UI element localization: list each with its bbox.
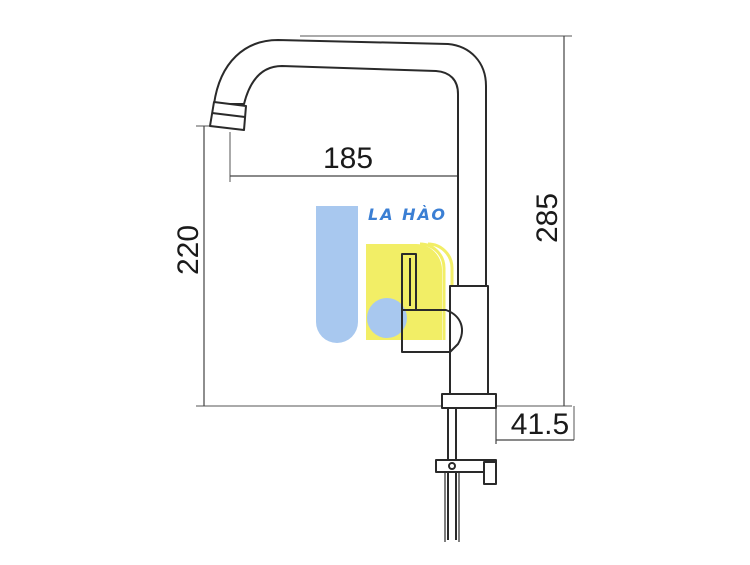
dimension-label-spout-reach: 185 xyxy=(323,142,373,175)
handle-lever xyxy=(401,253,417,311)
dimension-label-spout-height: 220 xyxy=(172,225,205,275)
spout-tube xyxy=(213,39,487,289)
watermark-yellow-stripes xyxy=(419,242,454,340)
dimension-label-total-height: 285 xyxy=(531,193,564,243)
spout-nozzle xyxy=(209,101,247,131)
dimension-lines xyxy=(203,36,574,444)
dimension-label-base-width: 41.5 xyxy=(511,408,569,441)
watermark-blue-bar xyxy=(316,206,358,343)
nozzle-ring xyxy=(211,112,246,118)
watermark-blue-dot xyxy=(367,298,407,338)
extension-lines xyxy=(196,35,575,440)
base-plate xyxy=(441,393,497,409)
mounting-nut xyxy=(483,461,497,485)
faucet-handle xyxy=(401,309,463,353)
watermark-logo: LA HÀO xyxy=(316,205,454,343)
watermark-brand-text: LA HÀO xyxy=(368,205,447,224)
faucet-outline xyxy=(209,39,497,542)
faucet-body xyxy=(449,285,489,395)
mounting-bracket-screw xyxy=(448,462,456,470)
